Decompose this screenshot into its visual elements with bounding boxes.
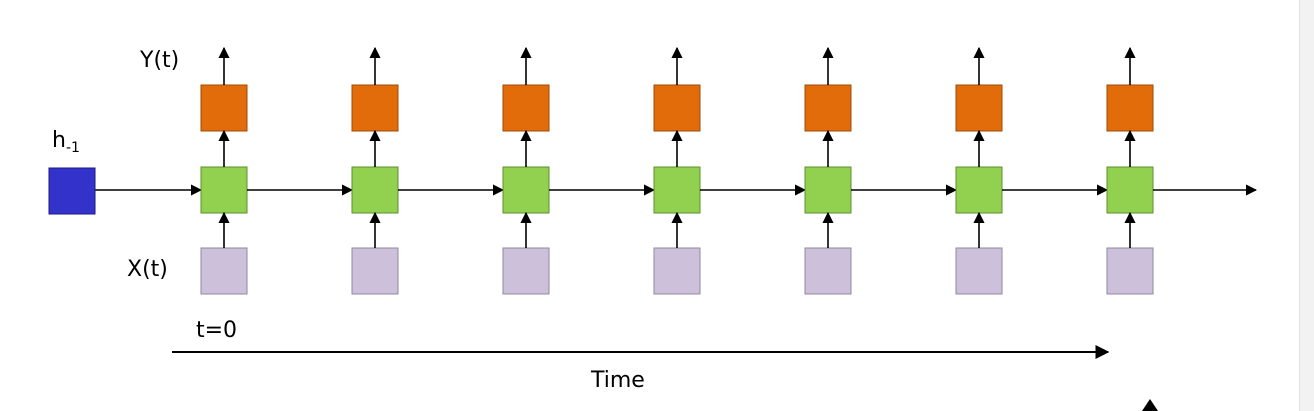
- output-node: [1106, 84, 1154, 132]
- input-node: [955, 247, 1003, 295]
- input-node: [804, 247, 852, 295]
- hidden-node: [200, 166, 248, 214]
- hidden-node: [351, 166, 399, 214]
- initial-hidden-state-label: h-1: [52, 128, 80, 156]
- input-node: [653, 247, 701, 295]
- output-node: [955, 84, 1003, 132]
- hidden-node: [804, 166, 852, 214]
- output-node: [351, 84, 399, 132]
- output-node: [200, 84, 248, 132]
- input-node: [351, 247, 399, 295]
- time-zero-label: t=0: [196, 318, 238, 343]
- triangle-marker-icon: [1142, 399, 1158, 411]
- hidden-node: [1106, 166, 1154, 214]
- input-label: X(t): [127, 257, 168, 282]
- output-node: [804, 84, 852, 132]
- scrollbar-strip: [1299, 0, 1314, 411]
- input-node: [502, 247, 550, 295]
- output-node: [502, 84, 550, 132]
- hidden-node: [955, 166, 1003, 214]
- input-node: [1106, 247, 1154, 295]
- input-node: [200, 247, 248, 295]
- output-label: Y(t): [140, 48, 180, 73]
- output-node: [653, 84, 701, 132]
- unrolled-cells: [95, 46, 1258, 295]
- hidden-node: [502, 166, 550, 214]
- hidden-node: [653, 166, 701, 214]
- time-axis-label: Time: [591, 368, 645, 393]
- initial-hidden-state: [48, 167, 96, 215]
